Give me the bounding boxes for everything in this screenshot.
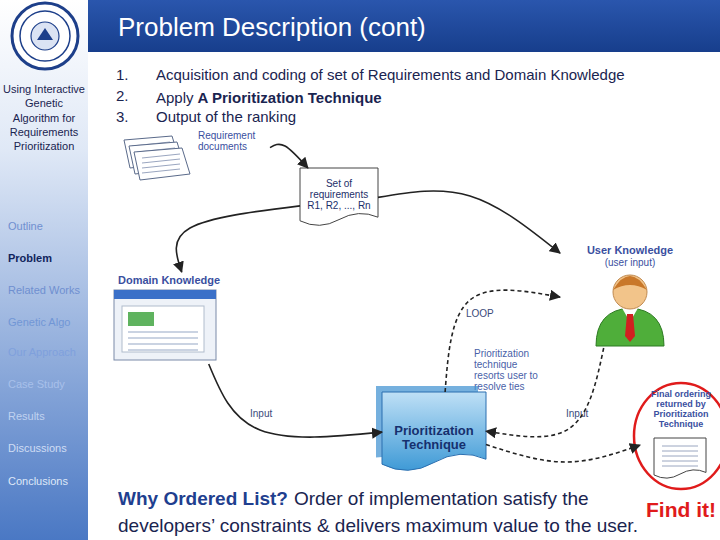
- edge-label: LOOP: [466, 308, 494, 319]
- text-line: Why Ordered List?Order of implementation…: [118, 486, 638, 539]
- question-heading: Why Ordered List?: [118, 488, 288, 509]
- list-item: Output of the ranking: [156, 108, 556, 125]
- edge-label: Input: [566, 408, 588, 419]
- node-label: Set of requirements R1, R2, ..., Rn: [306, 178, 372, 211]
- slide-title: Problem Description (cont): [118, 12, 678, 43]
- node-label: (user input): [568, 257, 692, 268]
- text-line: ApplyA Prioritization Technique: [156, 87, 696, 109]
- flow-arrow: [209, 364, 382, 437]
- list-number: 1.: [116, 66, 146, 83]
- nav-item: Case Study: [8, 378, 88, 390]
- nav-item: Related Works: [8, 284, 88, 296]
- domain-knowledge-window: Domain Knowledge: [112, 272, 234, 364]
- nav-item: Results: [8, 410, 88, 422]
- university-logo: [12, 3, 78, 69]
- node-label: Final ordering returned by Prioritizatio…: [640, 390, 720, 430]
- sidebar: [0, 0, 88, 540]
- list-item: Apply: [156, 89, 194, 106]
- node-label: User Knowledge: [568, 244, 692, 256]
- node-label: Domain Knowledge: [118, 274, 234, 286]
- flow-arrow: [378, 191, 560, 253]
- flow-arrow: [486, 445, 640, 462]
- prioritization-technique-document: Prioritization Technique: [382, 392, 486, 474]
- callout-text: Find it!: [646, 498, 720, 522]
- flow-arrow: [486, 348, 604, 437]
- final-ordering-document: Final ordering returned by Prioritizatio…: [640, 388, 720, 484]
- flow-arrow: [176, 206, 300, 272]
- loop-note: Prioritization technique resorts user to…: [474, 348, 546, 392]
- flow-arrow: [270, 144, 308, 168]
- list-number: 2.: [116, 87, 146, 104]
- requirements-document: Set of requirements R1, R2, ..., Rn: [300, 168, 378, 228]
- nav-item: Conclusions: [8, 475, 88, 487]
- nav-item: Discussions: [8, 442, 88, 454]
- nav-item: Genetic Algo: [8, 316, 88, 328]
- highlight-circle: [634, 383, 720, 489]
- list-item-emphasis: A Prioritization Technique: [198, 89, 382, 106]
- flow-arrow: [445, 290, 560, 392]
- list-item: Acquisition and coding of set of Require…: [156, 66, 716, 83]
- node-label: Requirement documents: [198, 130, 270, 152]
- header-bar: [88, 0, 720, 52]
- edge-label: Input: [250, 408, 272, 419]
- sidebar-title: Using Interactive Genetic Algorithm for …: [2, 82, 86, 153]
- nav-item: Outline: [8, 220, 88, 232]
- list-number: 3.: [116, 108, 146, 125]
- document-stack: Requirement documents: [110, 126, 270, 186]
- node-label: Prioritization Technique: [386, 424, 482, 453]
- user-knowledge-icon: User Knowledge(user input): [560, 242, 692, 348]
- nav-item-active: Problem: [8, 252, 88, 264]
- nav-item: Our Approach: [8, 346, 88, 358]
